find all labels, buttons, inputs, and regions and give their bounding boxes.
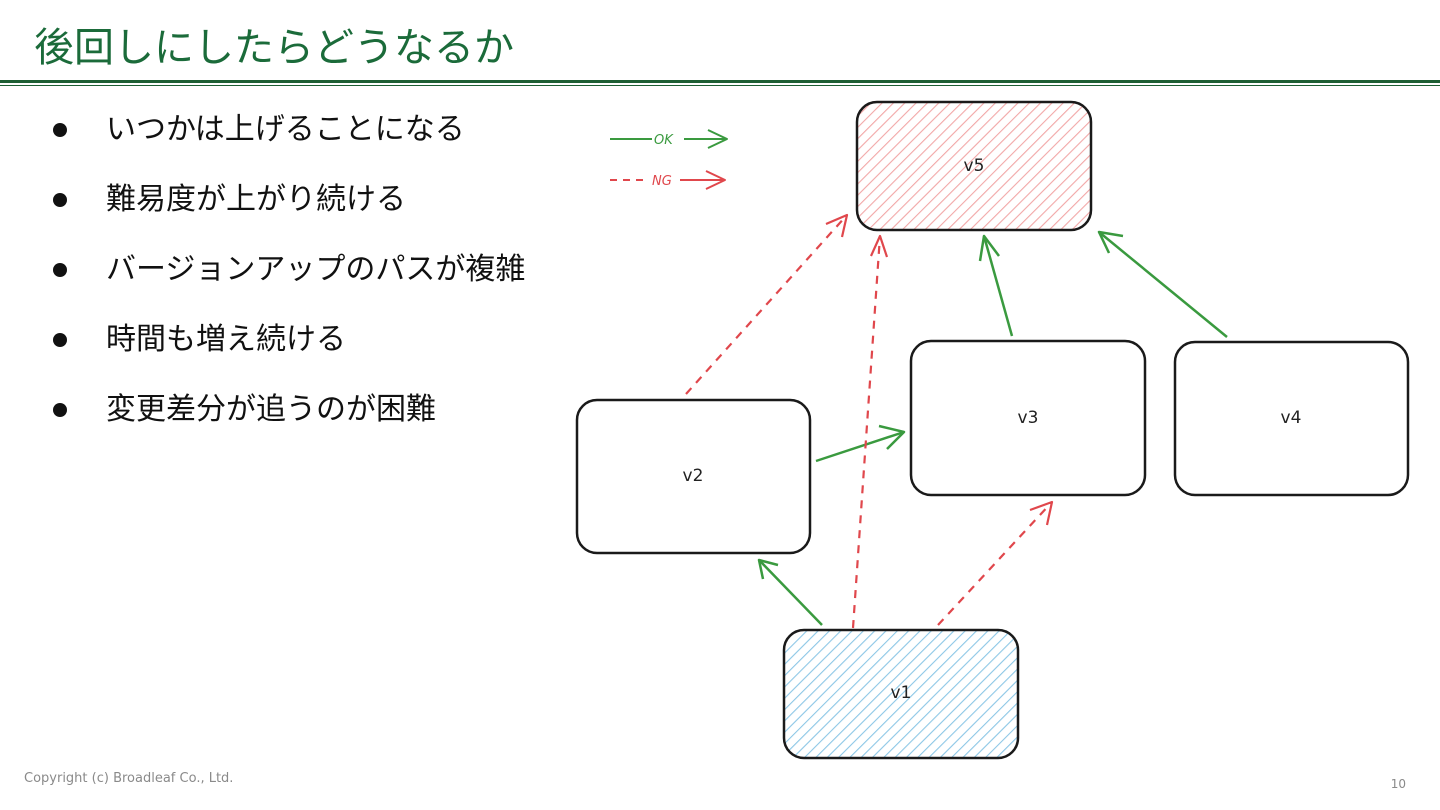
title-divider <box>0 80 1440 87</box>
bullet-text: 変更差分が追うのが困難 <box>106 392 436 427</box>
legend: OK NG <box>610 129 728 190</box>
bullet-dot-icon <box>53 263 67 277</box>
copyright-footer: Copyright (c) Broadleaf Co., Ltd. <box>24 771 234 786</box>
page-title: 後回しにしたらどうなるか <box>34 25 514 71</box>
node-v1: v1 <box>782 628 1020 760</box>
node-v5-label: v5 <box>964 156 985 176</box>
node-v2: v2 <box>575 398 812 555</box>
bullet-dot-icon <box>53 333 67 347</box>
node-v5: v5 <box>855 100 1093 232</box>
bullet-text: 難易度が上がり続ける <box>106 182 406 217</box>
bullet-text: 時間も増え続ける <box>106 322 346 357</box>
node-v4-label: v4 <box>1281 408 1302 428</box>
legend-ng: NG <box>610 170 726 190</box>
edge-v4-v5 <box>1097 230 1228 338</box>
edge-v1-v3-ng <box>937 500 1054 626</box>
node-v4: v4 <box>1173 340 1410 497</box>
legend-ng-label: NG <box>652 174 672 189</box>
node-v3: v3 <box>909 339 1147 497</box>
bullet-dot-icon <box>53 193 67 207</box>
legend-ok-label: OK <box>654 133 674 148</box>
node-v3-label: v3 <box>1018 408 1039 428</box>
bullet-dot-icon <box>53 403 67 417</box>
edge-v1-v2 <box>757 558 823 626</box>
edge-v1-v5-ng <box>851 234 889 629</box>
edge-v3-v5 <box>978 234 1014 337</box>
bullet-text: バージョンアップのパスが複雑 <box>106 252 526 287</box>
bullet-dot-icon <box>53 123 67 137</box>
edge-v2-v3 <box>815 424 906 463</box>
node-v2-label: v2 <box>683 466 704 486</box>
node-v1-label: v1 <box>891 683 912 703</box>
edge-v2-v5-ng <box>685 213 849 395</box>
legend-ok: OK <box>610 129 728 149</box>
bullet-text: いつかは上げることになる <box>106 112 465 147</box>
page-number: 10 <box>1390 777 1406 791</box>
